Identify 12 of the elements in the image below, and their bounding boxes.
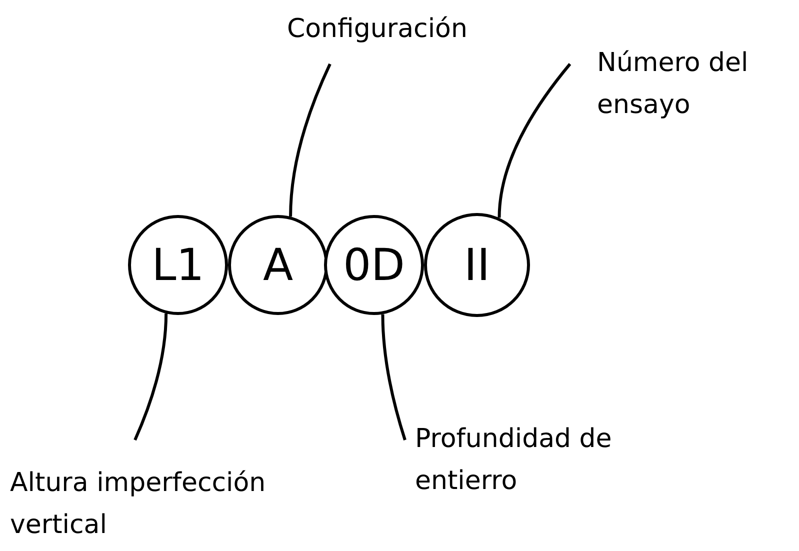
circle-node: 0D <box>324 215 424 315</box>
circle-node: II <box>424 213 530 317</box>
leader-line <box>381 314 406 440</box>
leader-line <box>134 314 168 441</box>
annotation-label: Configuración <box>287 8 527 52</box>
leader-line <box>289 63 332 217</box>
annotation-label: Altura imperfección vertical <box>10 462 340 550</box>
leader-line <box>498 63 572 218</box>
circle-node: A <box>228 215 328 315</box>
annotation-label: Número del ensayo <box>597 42 767 130</box>
circle-node: L1 <box>128 215 228 315</box>
annotation-label: Profundidad de entierro <box>415 418 665 506</box>
